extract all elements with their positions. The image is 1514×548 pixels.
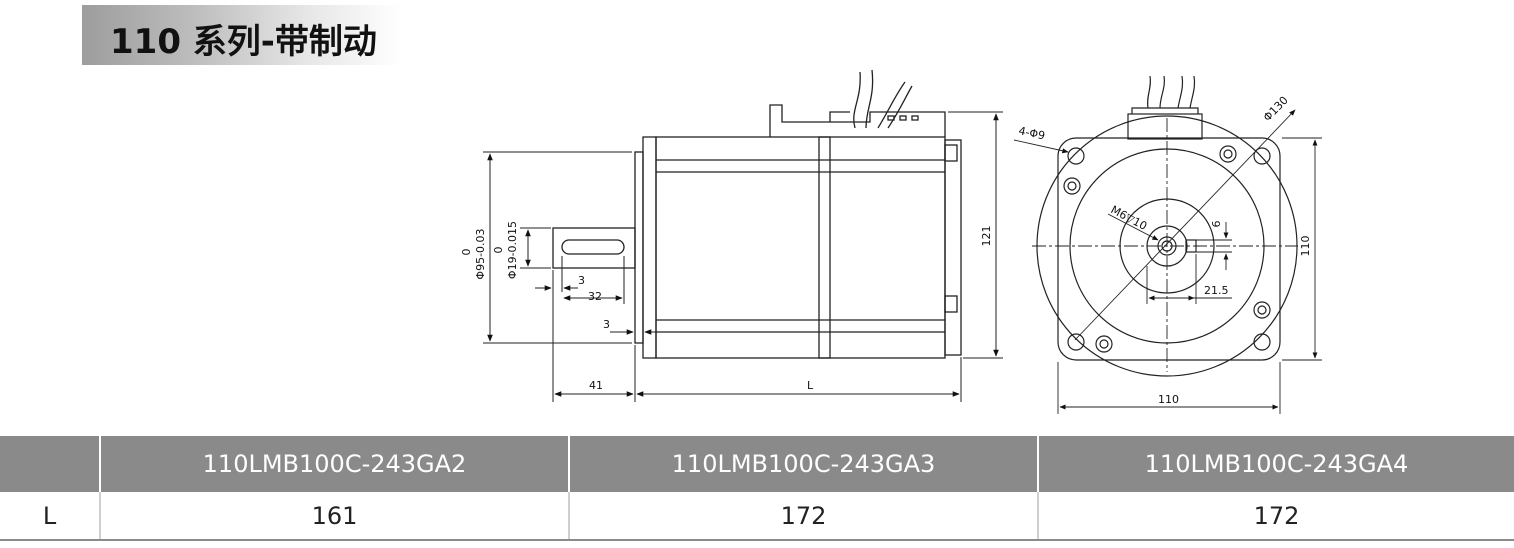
table-cell: 172 [569, 492, 1039, 541]
dim-shaft-dia: Φ19-0.015 [506, 221, 519, 279]
dim-flange-step: 3 [603, 318, 610, 331]
rear-cover [944, 139, 962, 356]
title-band [82, 5, 402, 65]
table-cell: 172 [1038, 492, 1514, 541]
column-header: 110LMB100C-243GA4 [1038, 436, 1514, 492]
front-connector [1127, 113, 1203, 140]
motor-body [655, 136, 946, 359]
dim-thread: M6▽10 [1109, 203, 1149, 233]
column-header: 110LMB100C-243GA3 [569, 436, 1039, 492]
table-cell: 161 [100, 492, 570, 541]
dim-width: 110 [1158, 393, 1179, 406]
connector-housing [769, 104, 946, 137]
dim-height: 121 [980, 226, 993, 247]
side-view-labels: 0 Φ95-0.03 0 Φ19-0.015 3 32 3 41 L 121 [460, 221, 993, 392]
table-row: L 161 172 172 [0, 492, 1514, 541]
side-view [552, 69, 962, 359]
dim-flange-dia: Φ95-0.03 [474, 228, 487, 279]
brake-band [818, 136, 831, 359]
spec-table: 110LMB100C-243GA2 110LMB100C-243GA3 110L… [0, 436, 1514, 541]
dim-shaft-tol: 0 [492, 247, 505, 254]
motor-technical-drawing: 0 Φ95-0.03 0 Φ19-0.015 3 32 3 41 L 121 [460, 69, 1322, 414]
flange-pilot [634, 151, 644, 344]
table-corner-cell [0, 436, 101, 492]
shaft [552, 227, 636, 269]
square-flange [1057, 137, 1281, 361]
dim-key-length: 32 [588, 290, 602, 303]
dim-body-length: L [807, 379, 814, 392]
front-view-dimensions [1013, 109, 1322, 414]
dim-shaft-length: 41 [589, 379, 603, 392]
dim-holes: 4-Φ9 [1017, 124, 1046, 142]
cable [853, 69, 874, 129]
side-view-dimensions [483, 111, 1003, 402]
table-header-row: 110LMB100C-243GA2 110LMB100C-243GA3 110L… [0, 436, 1514, 492]
brake-screws [1063, 145, 1271, 353]
mounting-holes [1067, 147, 1271, 351]
column-header: 110LMB100C-243GA2 [100, 436, 570, 492]
flange [642, 136, 657, 359]
page-title: 110 系列-带制动 [110, 22, 377, 62]
keyway [561, 239, 625, 255]
row-label: L [0, 492, 101, 541]
dim-flange-tol: 0 [460, 249, 473, 256]
dim-shaft-key: 21.5 [1204, 284, 1229, 297]
dim-key-offset: 3 [578, 274, 585, 287]
dim-front-height: 110 [1299, 236, 1312, 257]
dim-key-height: 6 [1210, 221, 1223, 228]
